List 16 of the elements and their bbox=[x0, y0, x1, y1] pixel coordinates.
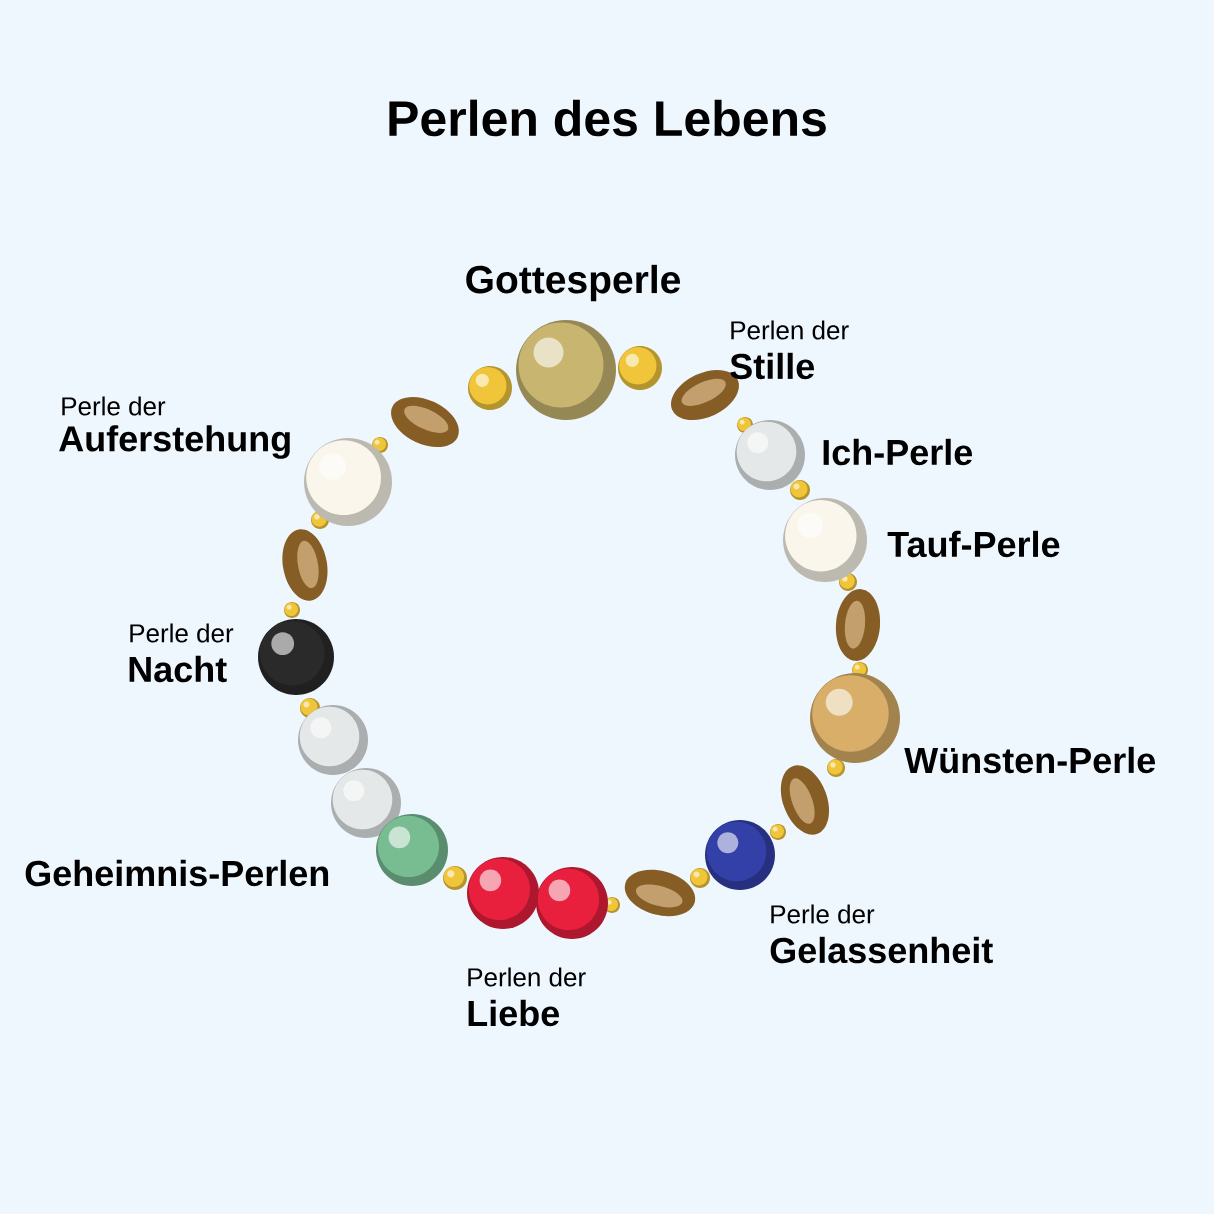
bead-label: Gottesperle bbox=[466, 264, 681, 302]
bead-label: Nacht bbox=[129, 655, 227, 683]
bead-label: Auferstehung bbox=[59, 425, 290, 459]
bead-label: Perle der bbox=[62, 396, 166, 416]
bead-label: Stille bbox=[730, 352, 815, 380]
bead-label: Perle der bbox=[771, 904, 875, 924]
bead-label: Wünsten-Perle bbox=[904, 746, 1156, 774]
bead-label: Tauf-Perle bbox=[887, 530, 1060, 558]
bead-label: Perlen der bbox=[731, 320, 849, 340]
bead-label: Perlen der bbox=[468, 967, 586, 987]
bead-label: Gelassenheit bbox=[770, 936, 993, 964]
bead-label: Perle der bbox=[130, 623, 234, 643]
bead-label: Liebe bbox=[468, 999, 559, 1027]
title: Perlen des Lebens bbox=[389, 99, 826, 137]
bead-label: Geheimnis-Perlen bbox=[25, 859, 329, 887]
bead-label: Ich-Perle bbox=[823, 438, 973, 466]
